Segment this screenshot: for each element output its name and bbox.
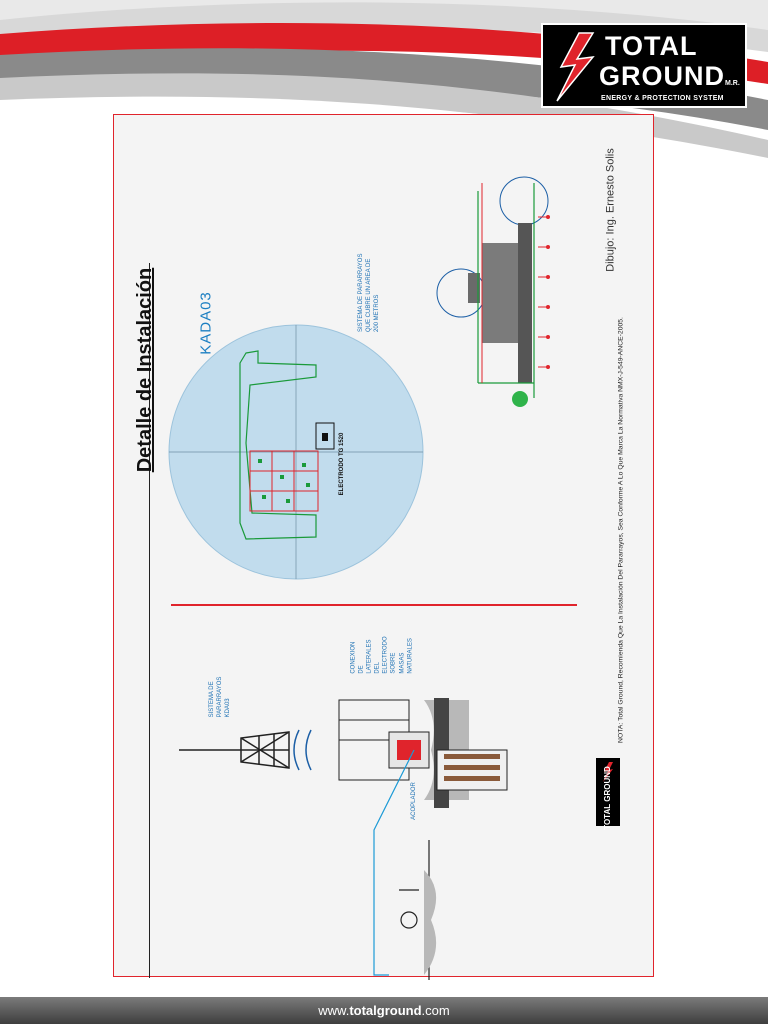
section-divider: [171, 604, 577, 606]
connection-line: NATURALES: [407, 638, 414, 674]
grounding-detail-drawing: [179, 698, 508, 980]
coverage-line: 200 METROS: [374, 294, 381, 332]
title-rule: [149, 263, 150, 978]
connection-label: CONEXION DE LATERALES DEL ELECTRODO SOBR…: [350, 636, 415, 673]
logo-tagline: ENERGY & PROTECTION SYSTEM: [601, 95, 724, 102]
norm-note: NOTA: Total Ground, Recomienda Que La In…: [617, 317, 625, 743]
drawing-credit: Dibujo: Ing. Ernesto Solis: [604, 148, 617, 272]
connection-line: ELECTRODO: [383, 636, 389, 674]
url-suffix: .com: [421, 1003, 450, 1018]
website-link[interactable]: www.totalground.com: [0, 1004, 768, 1017]
connection-line: DE: [358, 665, 365, 674]
connection-line: LATERALES: [366, 639, 373, 674]
coverage-line: QUE CUBRE UN AREA DE: [365, 258, 372, 332]
logo-word-ground: GROUND: [599, 61, 725, 91]
logo-word-total: TOTAL: [605, 31, 698, 61]
coverage-area-diagram: [168, 324, 424, 580]
mini-logo-text: TOTAL GROUND: [603, 766, 612, 830]
lightning-bolt-icon: [556, 32, 595, 102]
page-title: Detalle de Instalación: [134, 267, 156, 473]
url-prefix: www.: [318, 1003, 350, 1018]
coverage-line: SISTEMA DE PARARRAYOS: [357, 253, 364, 332]
logo-mark: M.R.: [725, 80, 740, 87]
url-brand: totalground: [349, 1003, 422, 1018]
lightning-bolt-icon: [603, 762, 613, 782]
mini-logo: TOTAL GROUND: [596, 758, 620, 830]
total-ground-logo: TOTAL GROUND M.R. ENERGY & PROTECTION SY…: [541, 23, 747, 108]
drawing-sheet: Detalle de Instalación KADA03 ELECTRODO …: [113, 114, 654, 980]
footer-bar: www.totalground.com: [0, 997, 768, 1024]
connection-line: SOBRE: [391, 652, 398, 674]
connection-line: MASAS: [399, 652, 406, 674]
coverage-note: SISTEMA DE PARARRAYOS QUE CUBRE UN AREA …: [357, 222, 381, 332]
building-elevation-drawing: [436, 176, 550, 407]
electrode-label: ELECTRODO TG 1520: [338, 432, 345, 496]
connection-line: DEL: [374, 662, 381, 674]
connection-line: CONEXION: [350, 641, 357, 674]
